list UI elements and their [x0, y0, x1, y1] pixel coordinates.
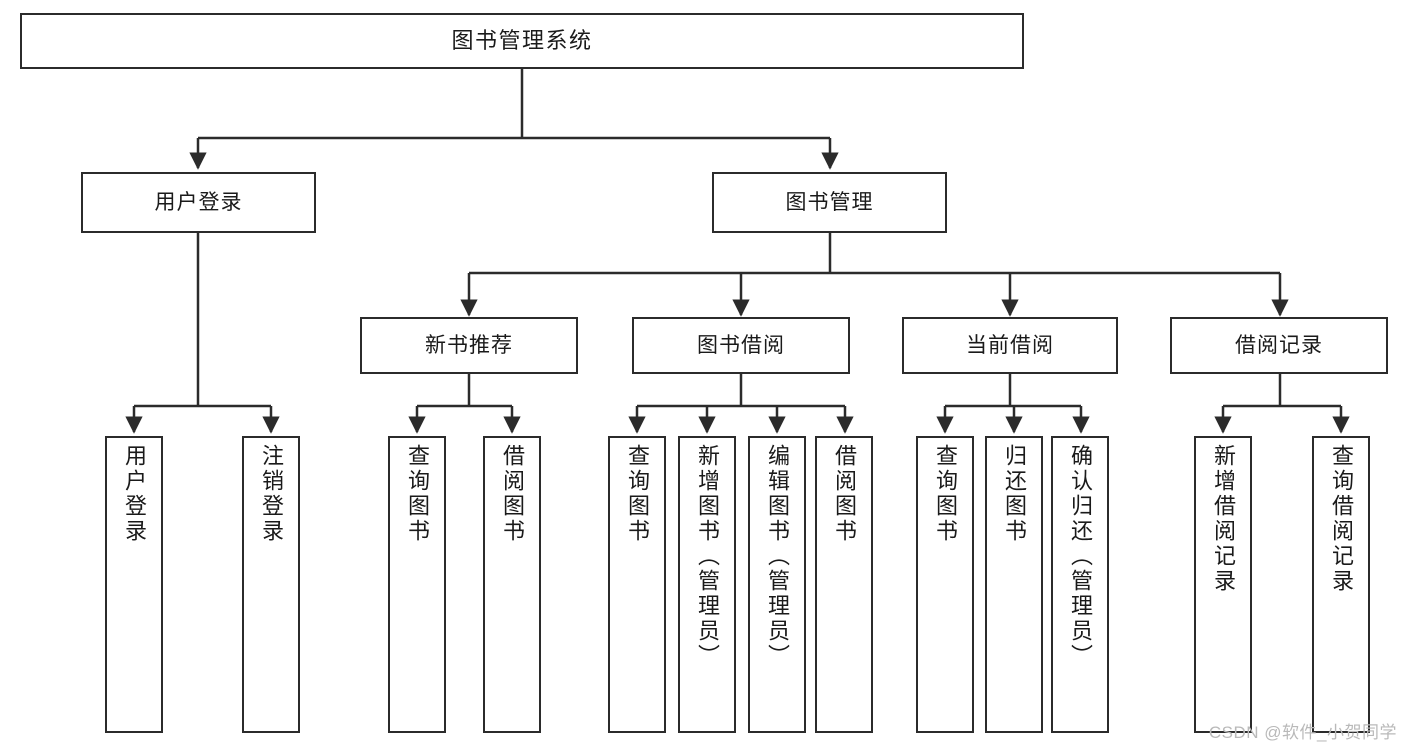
- node-book-borrowing[interactable]: 图书借阅: [632, 317, 850, 374]
- leaf-user-login[interactable]: 用户登录: [105, 436, 163, 733]
- node-new-book-recommendation[interactable]: 新书推荐: [360, 317, 578, 374]
- leaf-logout[interactable]: 注销登录: [242, 436, 300, 733]
- node-label: 确认归还（管理员）: [1067, 444, 1093, 669]
- leaf-edit-book-admin[interactable]: 编辑图书（管理员）: [748, 436, 806, 733]
- leaf-query-book-current[interactable]: 查询图书: [916, 436, 974, 733]
- leaf-return-book[interactable]: 归还图书: [985, 436, 1043, 733]
- node-label: 图书借阅: [697, 333, 785, 357]
- node-label: 查询图书: [404, 444, 430, 544]
- leaf-add-borrow-record[interactable]: 新增借阅记录: [1194, 436, 1252, 733]
- node-label: 当前借阅: [966, 333, 1054, 357]
- node-label: 归还图书: [1001, 444, 1027, 544]
- node-label: 用户登录: [121, 444, 147, 544]
- node-label: 新书推荐: [425, 333, 513, 357]
- leaf-add-book-admin[interactable]: 新增图书（管理员）: [678, 436, 736, 733]
- leaf-confirm-return-admin[interactable]: 确认归还（管理员）: [1051, 436, 1109, 733]
- node-label: 借阅图书: [499, 444, 525, 544]
- node-label: 借阅图书: [831, 444, 857, 544]
- leaf-borrow-book-recommend[interactable]: 借阅图书: [483, 436, 541, 733]
- leaf-query-book-borrowing[interactable]: 查询图书: [608, 436, 666, 733]
- node-label: 用户登录: [154, 190, 243, 214]
- node-label: 借阅记录: [1235, 333, 1323, 357]
- leaf-query-borrow-record[interactable]: 查询借阅记录: [1312, 436, 1370, 733]
- node-label: 查询图书: [624, 444, 650, 544]
- node-borrow-records[interactable]: 借阅记录: [1170, 317, 1388, 374]
- node-user-login[interactable]: 用户登录: [81, 172, 316, 233]
- node-label: 编辑图书（管理员）: [764, 444, 790, 669]
- node-current-borrowing[interactable]: 当前借阅: [902, 317, 1118, 374]
- node-root[interactable]: 图书管理系统: [20, 13, 1024, 69]
- node-label: 注销登录: [258, 444, 284, 544]
- node-label: 查询借阅记录: [1328, 444, 1354, 594]
- node-label: 新增借阅记录: [1210, 444, 1236, 594]
- node-label: 图书管理: [785, 190, 874, 214]
- leaf-borrow-book-borrowing[interactable]: 借阅图书: [815, 436, 873, 733]
- node-label: 图书管理系统: [451, 27, 593, 53]
- node-label: 新增图书（管理员）: [694, 444, 720, 669]
- node-book-management[interactable]: 图书管理: [712, 172, 947, 233]
- node-label: 查询图书: [932, 444, 958, 544]
- watermark: CSDN @软件_小贺同学: [1208, 723, 1397, 742]
- leaf-query-book-recommend[interactable]: 查询图书: [388, 436, 446, 733]
